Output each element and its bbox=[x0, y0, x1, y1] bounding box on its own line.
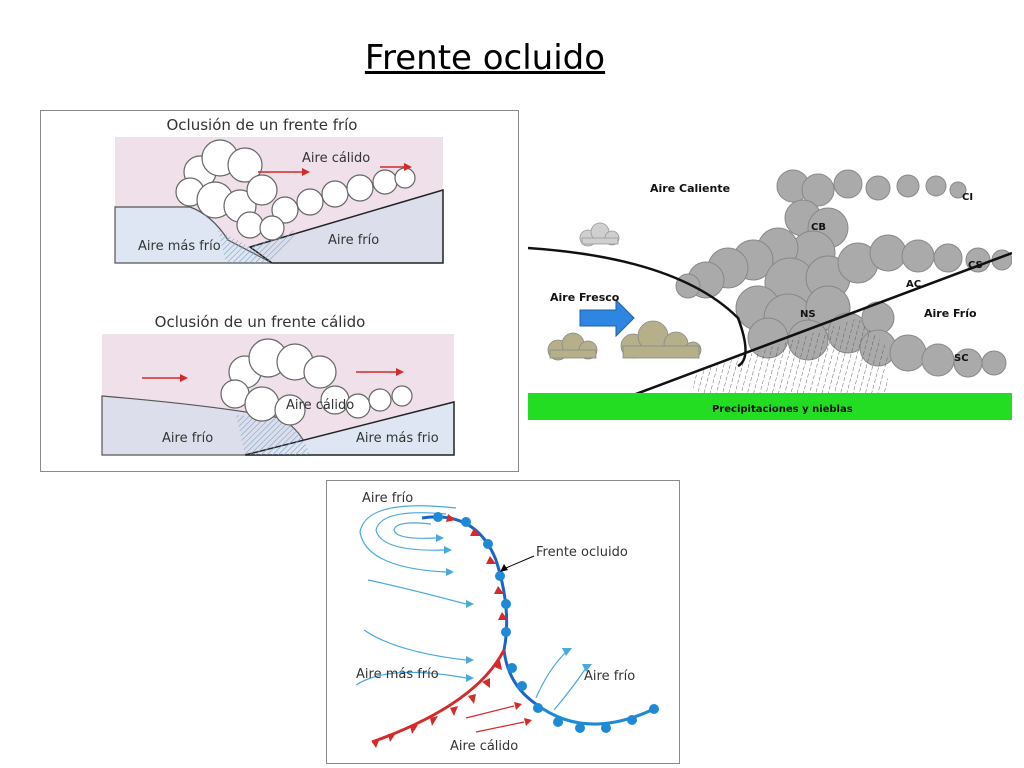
warm-occ-cold-label: Aire frío bbox=[162, 431, 213, 446]
cumulus-cloud bbox=[175, 139, 416, 241]
cumulus-cloud-2 bbox=[220, 338, 413, 426]
map-front-label: Frente ocluido bbox=[536, 545, 628, 560]
front-label-pointer-head bbox=[500, 564, 508, 572]
warm-front-semicircles bbox=[507, 663, 659, 733]
fresh-air-arrow bbox=[579, 298, 635, 338]
cold-occ-warm-label: Aire cálido bbox=[302, 151, 370, 166]
cold-front-triangles bbox=[372, 660, 502, 748]
warm-air-arrowhead-3 bbox=[180, 374, 188, 382]
precipitation-area bbox=[693, 318, 888, 396]
warm-air-label: Aire Caliente bbox=[650, 182, 730, 195]
cold-occlusion-title: Oclusión de un frente frío bbox=[167, 116, 358, 134]
precipitation-zone-2 bbox=[236, 415, 310, 455]
fresh-air-label: Aire Fresco bbox=[550, 291, 620, 304]
cloud-ns-label: NS bbox=[800, 309, 816, 320]
warm-air-arrowheads bbox=[514, 702, 532, 726]
cold-air-flow-lines bbox=[355, 505, 467, 686]
cloud-cb-label: CB bbox=[811, 222, 826, 233]
cold-air-arrows-right bbox=[535, 651, 587, 711]
warm-air-flow-lines bbox=[465, 705, 525, 733]
precipitation-label: Precipitaciones y nieblas bbox=[712, 404, 853, 415]
map-cold-top-label: Aire frío bbox=[362, 491, 413, 506]
cloud-ci-label: CI bbox=[962, 192, 973, 203]
warm-occ-warm-label: Aire cálido bbox=[286, 398, 354, 413]
cold-occ-colder-label: Aire más frío bbox=[138, 239, 221, 254]
map-colder-label: Aire más frío bbox=[356, 667, 439, 682]
slide-title: Frente ocluido bbox=[364, 38, 606, 78]
map-warm-label: Aire cálido bbox=[450, 739, 518, 754]
cloud-ac-label: AC bbox=[906, 279, 921, 290]
cold-air-arrowheads-right bbox=[562, 648, 592, 672]
warm-air-arrowhead bbox=[302, 168, 310, 176]
map-cold-right-label: Aire frío bbox=[584, 669, 635, 684]
warm-air-arrowhead-2 bbox=[404, 163, 412, 171]
occluded-front-cloud-cross-section: Aire Caliente Aire Fresco Aire Frío Prec… bbox=[528, 168, 1012, 420]
small-cirrus-cloud bbox=[579, 222, 620, 247]
warm-front-line bbox=[535, 702, 657, 726]
cloud-cs-label: CS bbox=[968, 260, 983, 271]
warm-occlusion-title: Oclusión de un frente cálido bbox=[155, 313, 366, 331]
warm-air-arrowhead-4 bbox=[396, 368, 404, 376]
cold-air-label: Aire Frío bbox=[924, 307, 977, 320]
cold-occ-cold-label: Aire frío bbox=[328, 233, 379, 248]
front-label-pointer bbox=[505, 555, 535, 569]
occluded-front-map: Aire frío Frente ocluido Aire más frío A… bbox=[326, 480, 680, 764]
small-clouds bbox=[547, 320, 702, 361]
occluded-front-symbols bbox=[433, 512, 511, 637]
cloud-sc-label: SC bbox=[954, 353, 969, 364]
warm-occ-colder-label: Aire más frio bbox=[356, 431, 439, 446]
ground bbox=[528, 393, 1012, 420]
warm-front-surface bbox=[619, 251, 1012, 402]
occlusion-cross-sections: Oclusión de un frente frío Aire cálido A… bbox=[40, 110, 519, 472]
cold-air-arrowheads bbox=[436, 534, 474, 682]
